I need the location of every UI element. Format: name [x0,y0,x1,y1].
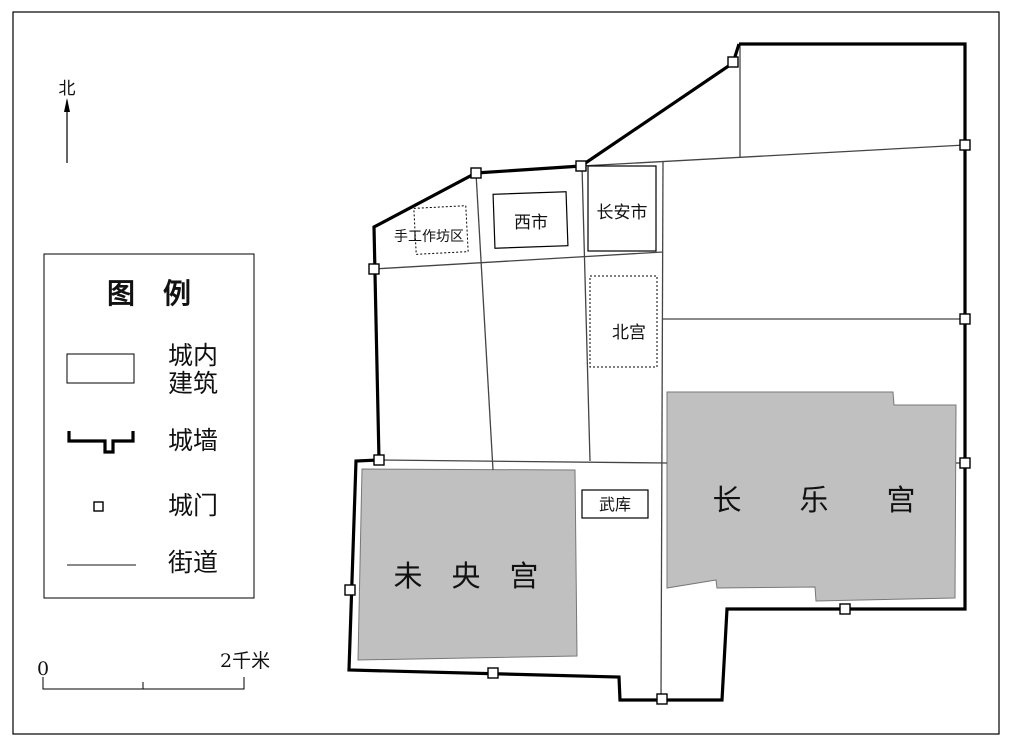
label-workshop: 手工作坊区 [394,229,464,245]
north-palace [589,275,658,368]
label-north-palace: 北宫 [612,323,646,343]
gate-marker [727,56,739,68]
legend-box [43,253,255,599]
legend-label-street: 街道 [168,548,218,577]
label-changan-market: 长安市 [597,203,648,223]
changan-market [587,165,657,252]
legend-building-symbol [66,353,135,384]
gate-marker [839,603,851,615]
north-label: 北 [59,79,76,99]
weiyang-palace [357,468,578,661]
gate-marker [344,584,356,596]
label-weiyang-palace: 未 央 宫 [393,559,538,593]
streets [373,45,966,700]
north-arrow: 北 [59,79,76,163]
changle-palace [666,391,957,602]
legend-wall-symbol [67,431,135,454]
legend-label-building-2: 建筑 [168,369,218,398]
legend-label-building-1: 城内 [168,341,218,370]
legend-label-wall: 城墙 [168,426,218,455]
label-changle-palace: 长 乐 宫 [712,483,915,517]
west-market [492,191,569,249]
city-wall [347,42,967,702]
city-gates [344,56,971,705]
scale-end: 2千米 [220,650,270,672]
gate-marker [959,313,971,325]
gate-marker [373,454,385,466]
gate-marker [656,693,668,705]
gate-marker [575,160,587,172]
legend-title: 图 例 [107,277,191,310]
workshop-area [413,205,469,255]
label-west-market: 西市 [514,213,548,233]
legend: 图 例 城内 建筑 城墙 城门 街道 [43,253,255,599]
map-border [12,11,1000,735]
gate-marker [959,457,971,469]
gate-marker [368,263,380,275]
scale-start: 0 [37,658,49,680]
legend-label-gate: 城门 [168,491,218,520]
scale-bar: 0 2千米 [37,650,270,690]
armory [581,489,649,519]
gate-marker [959,139,971,151]
legend-gate-symbol [93,501,104,512]
gate-marker [470,167,482,179]
gate-marker [487,667,499,679]
label-armory: 武库 [599,495,631,514]
